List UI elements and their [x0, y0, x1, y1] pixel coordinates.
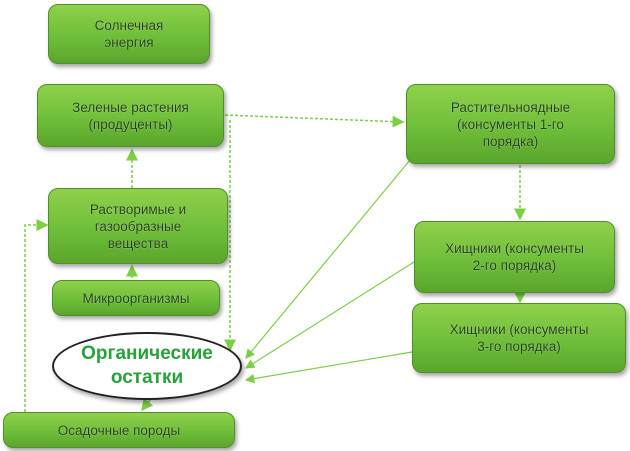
- node-organic-remains-label: Органические остатки: [81, 343, 213, 388]
- node-microorganisms-label: Микроорганизмы: [82, 290, 190, 306]
- node-sedimentary-rocks: Осадочные породы: [3, 412, 235, 448]
- arrow-sediment-to-soluble: [24, 219, 49, 412]
- node-predators-2nd-order-label: Хищники (консументы 2-го порядка): [445, 241, 584, 273]
- node-predators-2nd-order: Хищники (консументы 2-го порядка): [414, 221, 615, 293]
- arrow-predators2-to-organic: [244, 261, 415, 369]
- node-herbivores-label: Растительноядные (консументы 1-го порядк…: [450, 99, 571, 149]
- node-organic-remains: Органические остатки: [52, 332, 242, 400]
- arrow-herbivores-to-organic: [245, 159, 411, 359]
- node-green-plants: Зеленые растения (продуценты): [37, 84, 224, 147]
- node-soluble-substances-label: Растворимые и газообразные вещества: [89, 201, 187, 251]
- node-microorganisms: Микроорганизмы: [52, 280, 220, 316]
- node-herbivores: Растительноядные (консументы 1-го порядк…: [406, 84, 615, 164]
- node-solar-energy: Солнечная энергия: [48, 4, 210, 64]
- arrow-organic-to-sediment: [141, 398, 154, 412]
- node-solar-energy-label: Солнечная энергия: [94, 18, 164, 50]
- arrow-green-to-herbivores: [224, 114, 405, 128]
- arrow-predators3-to-organic: [244, 351, 413, 384]
- node-sedimentary-rocks-label: Осадочные породы: [57, 422, 181, 438]
- node-predators-3rd-order: Хищники (консументы 3-го порядка): [412, 303, 626, 373]
- node-soluble-substances: Растворимые и газообразные вещества: [48, 188, 228, 264]
- node-green-plants-label: Зеленые растения (продуценты): [72, 99, 189, 132]
- node-predators-3rd-order-label: Хищники (консументы 3-го порядка): [449, 322, 589, 354]
